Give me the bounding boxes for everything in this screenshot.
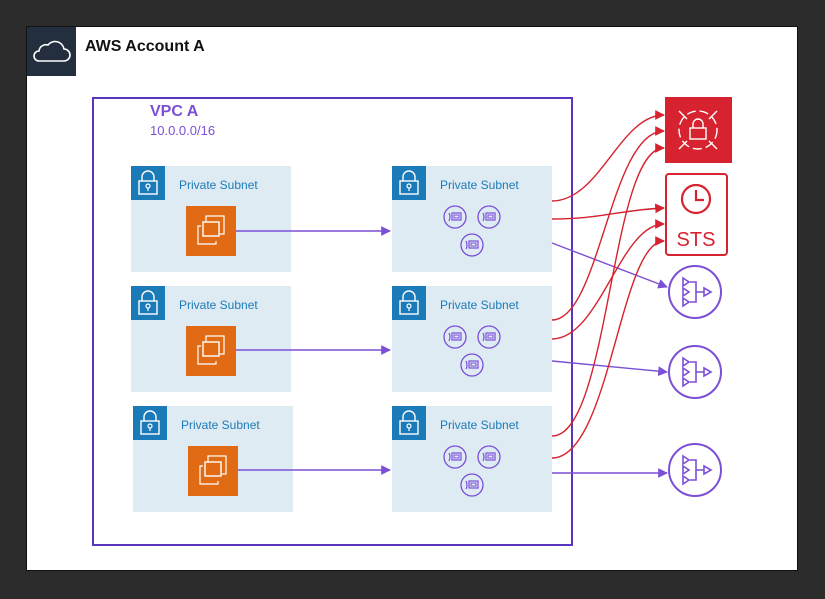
account-title: AWS Account A bbox=[85, 38, 205, 55]
flow-arrow bbox=[551, 360, 668, 377]
network-interface-icon[interactable] bbox=[460, 473, 484, 497]
sts-clock-icon: STS bbox=[677, 183, 716, 251]
subnet-label: Private Subnet bbox=[179, 178, 258, 192]
cloud-icon bbox=[33, 40, 71, 62]
lock-icon bbox=[392, 286, 426, 320]
network-interface-icon[interactable] bbox=[477, 325, 501, 349]
subnet-label: Private Subnet bbox=[440, 178, 519, 192]
lock-icon bbox=[131, 166, 165, 200]
subnet-label: Private Subnet bbox=[440, 298, 519, 312]
nat-gateway-icon[interactable] bbox=[668, 345, 722, 399]
vpc-cidr: 10.0.0.0/16 bbox=[150, 123, 216, 138]
network-interface-icon[interactable] bbox=[460, 353, 484, 377]
api-call-arrow bbox=[551, 143, 665, 437]
api-call-arrow bbox=[551, 219, 665, 340]
network-interface-icon[interactable] bbox=[477, 445, 501, 469]
subnet-label: Private Subnet bbox=[181, 418, 260, 432]
secrets-manager-icon[interactable] bbox=[665, 97, 732, 163]
private-subnet-eni-1[interactable]: Private Subnet bbox=[392, 166, 552, 272]
vpc-name: VPC A bbox=[150, 103, 199, 120]
subnet-label: Private Subnet bbox=[440, 418, 519, 432]
ec2-instance-icon[interactable] bbox=[188, 446, 238, 496]
network-interface-icon[interactable] bbox=[460, 233, 484, 257]
nat-gateway-icon[interactable] bbox=[668, 443, 722, 497]
lock-icon bbox=[392, 166, 426, 200]
api-call-arrow bbox=[551, 236, 665, 459]
network-interface-icon[interactable] bbox=[443, 325, 467, 349]
private-subnet-eni-2[interactable]: Private Subnet bbox=[392, 286, 552, 392]
nat-gateway-icon[interactable] bbox=[668, 265, 722, 319]
sts-label: STS bbox=[677, 229, 716, 251]
api-call-arrow bbox=[551, 126, 665, 321]
lock-icon bbox=[392, 406, 426, 440]
subnet-label: Private Subnet bbox=[179, 298, 258, 312]
ec2-instance-icon[interactable] bbox=[186, 206, 236, 256]
private-subnet-eni-3[interactable]: Private Subnet bbox=[392, 406, 552, 512]
vpc-container bbox=[92, 97, 573, 546]
lock-icon bbox=[133, 406, 167, 440]
lock-icon bbox=[131, 286, 165, 320]
flow-arrow bbox=[551, 242, 668, 289]
account-badge bbox=[27, 27, 76, 76]
network-interface-icon[interactable] bbox=[443, 205, 467, 229]
sts-service[interactable]: STS bbox=[665, 173, 728, 256]
network-interface-icon[interactable] bbox=[443, 445, 467, 469]
network-interface-icon[interactable] bbox=[477, 205, 501, 229]
api-call-arrow bbox=[551, 110, 665, 202]
ec2-instance-icon[interactable] bbox=[186, 326, 236, 376]
